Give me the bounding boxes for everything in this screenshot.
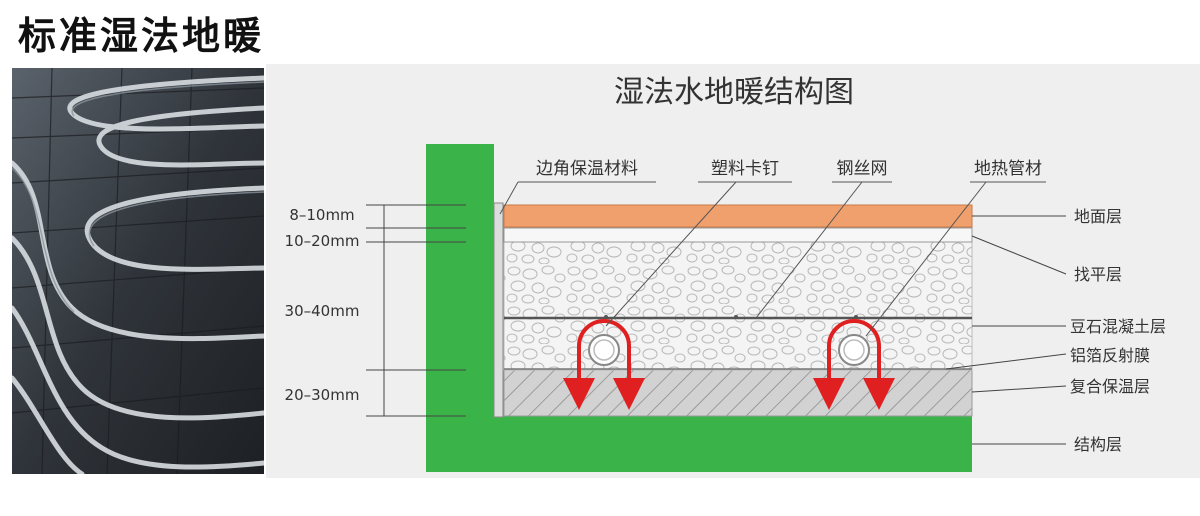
label-structural-layer: 结构层 [1074,435,1122,454]
heat-down-arrow-icon [563,319,645,410]
page-title: 标准湿法地暖 [18,14,265,58]
label-steel-mesh: 钢丝网 [837,159,888,179]
label-plastic-clip: 塑料卡钉 [711,159,779,179]
label-edge-insulation: 边角保温材料 [536,159,638,179]
leveling-layer [503,227,973,243]
dimension-concrete: 30–40mm [285,302,360,320]
pea-gravel-concrete-layer [503,241,973,371]
structural-layer [426,144,972,472]
pipe-cross-section-icon [588,334,620,366]
label-foil-reflector: 铝箔反射膜 [1070,346,1150,365]
composite-insulation-layer [503,369,973,417]
diagram-title: 湿法水地暖结构图 [614,75,854,110]
label-composite-insulation: 复合保温层 [1070,377,1150,396]
label-floor-layer: 地面层 [1074,207,1122,226]
floor-layer [503,204,973,228]
structure-diagram: 湿法水地暖结构图 [266,64,1200,478]
label-leveling-layer: 找平层 [1074,265,1122,284]
label-heating-pipe: 地热管材 [974,159,1042,179]
floor-heating-photo [12,68,264,474]
edge-insulation-strip [493,202,504,418]
dimension-floor: 8–10mm [289,206,354,224]
heat-down-arrow-icon [813,319,895,410]
dimension-insulation: 20–30mm [285,386,360,404]
dimension-leveling: 10–20mm [285,232,360,250]
label-concrete-layer: 豆石混凝土层 [1070,317,1166,336]
pipe-cross-section-icon [838,334,870,366]
